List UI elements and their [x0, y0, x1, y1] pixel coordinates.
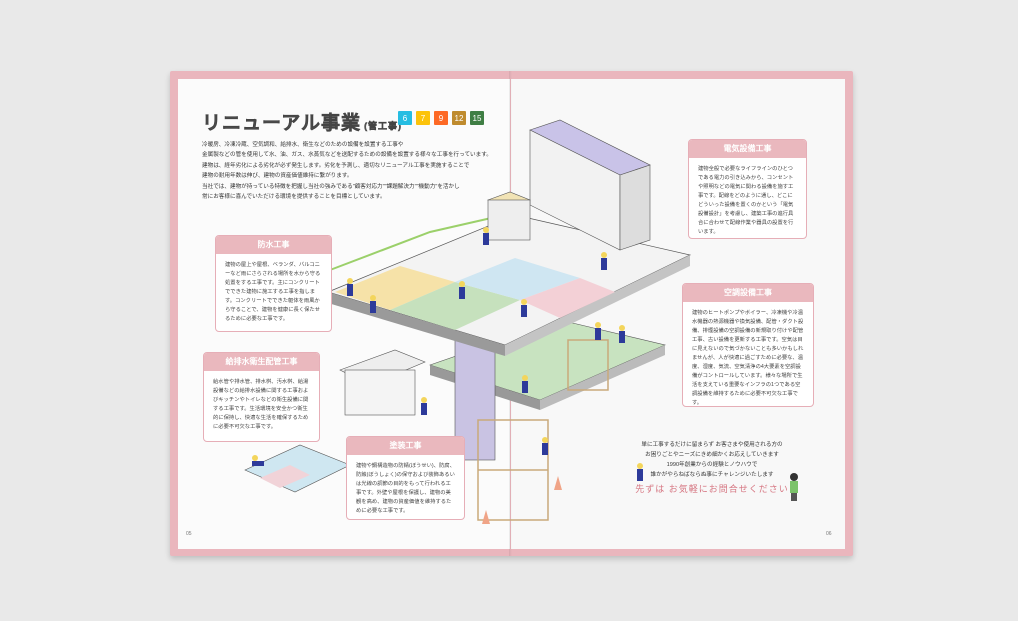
roof-zone-pink [520, 278, 615, 318]
card-body: 建物全般で必要なライフラインのひとつである電力の引き込みから、コンセントや照明な… [698, 166, 794, 235]
railing [329, 215, 501, 271]
card-title: 塗装工事 [347, 437, 464, 455]
sdg-number: 12 [454, 114, 464, 123]
intro-text: 冷暖房、冷凍冷蔵、空気調和、給排水、衛生などのための設備を設置する工事や 金属製… [202, 140, 502, 202]
page-number-left: 05 [186, 531, 192, 537]
sdg-9-industry-icon: 9 [434, 111, 448, 125]
closing-line: 誰かがやらねばならぬ事にチャレンジいたします [650, 472, 774, 478]
card-body: 建物や鋼構造物の防錆(ぼうせい)、防腐、防蝕(ぼうしょく)の保守および装飾あるい… [356, 463, 455, 514]
card-body: 建物のヒートポンプやボイラー、冷凍機や冷温水機器の熱源機器や換気設備、配管・ダク… [692, 310, 804, 406]
sdg-12-infinity-icon: 12 [452, 111, 466, 125]
card-painting: 塗装工事 建物や鋼構造物の防錆(ぼうせい)、防腐、防蝕(ぼうしょく)の保守および… [346, 436, 465, 520]
roof-zone-yellow [335, 266, 455, 310]
card-title: 電気設備工事 [689, 140, 806, 158]
closing-line: 1990年創業からの経験とノウハウで [666, 462, 758, 468]
intro-line: 常にお客様に喜んでいただける環境を提供することを目標としています。 [202, 194, 386, 201]
sdg-7-sun-icon: 7 [416, 111, 430, 125]
card-waterproofing: 防水工事 建物の屋上や屋根、ベランダ、バルコニーなど雨にさらされる場所を水から守… [215, 235, 332, 332]
lower-floor-edge-right [540, 345, 665, 410]
cone [554, 476, 562, 490]
sdg-number: 9 [438, 114, 444, 123]
closing-message: 単に工事するだけに留まらず お客さまや使用される方の お困りごとやニーズにきめ細… [612, 440, 812, 494]
sdg-6-water-drop-icon: 6 [398, 111, 412, 125]
roof-slab-edge-right [505, 255, 690, 356]
page-number-right: 06 [826, 531, 832, 537]
intro-line: 金属製などの管を使用して水、油、ガス、水蒸気などを送配するための設備を設置する様… [202, 152, 492, 159]
card-body: 給水管や排水管、排水桝、汚水桝、給湯設備などの給排水設備に関する工事およびキッチ… [213, 379, 309, 430]
sdg-number: 7 [420, 114, 426, 123]
cone [482, 510, 490, 524]
title-subtitle: (管工事) [364, 121, 403, 132]
intro-line: 当社では、建物が持っている特徴を把握し当社の強みである"顧客対応力""課題解決力… [202, 183, 460, 190]
card-title: 給排水衛生配管工事 [204, 353, 319, 371]
intro-line: 建物の耐用年数は伸び、建物の資産価値維持に繋がります。 [202, 173, 353, 180]
toilet-wall [344, 369, 416, 416]
closing-line: 単に工事するだけに留まらず お客さまや使用される方の [641, 442, 783, 448]
workers [252, 227, 643, 481]
title-text: リニューアル事業 [202, 113, 362, 135]
sdg-number: 6 [402, 114, 408, 123]
roof-zone-green [390, 282, 520, 330]
scaffold-small [567, 339, 609, 391]
roof-zone-blue [455, 258, 580, 300]
underground-pink [260, 465, 310, 488]
contact-cta: 先ずは お気軽にお問合せください [635, 484, 789, 494]
card-plumbing: 給排水衛生配管工事 給水管や排水管、排水桝、汚水桝、給湯設備などの給排水設備に関… [203, 352, 320, 442]
card-title: 空調設備工事 [683, 284, 813, 302]
intro-line: 冷暖房、冷凍冷蔵、空気調和、給排水、衛生などのための設備を設置する工事や [202, 142, 404, 148]
intro-line: 建物は、経年劣化による劣化が必ず発生します。劣化を予測し、適切なリニューアル工事… [202, 162, 470, 169]
sdg-15-eye-icon: 15 [470, 111, 484, 125]
card-hvac: 空調設備工事 建物のヒートポンプやボイラー、冷凍機や冷温水機器の熱源機器や換気設… [682, 283, 814, 407]
cabinet-side [619, 164, 651, 251]
closing-line: お困りごとやニーズにきめ細かくお応えしていきます [645, 452, 779, 458]
page-title: リニューアル事業(管工事) [202, 108, 402, 135]
underground-water [244, 444, 351, 493]
ac-unit [487, 199, 531, 241]
card-title: 防水工事 [216, 236, 331, 254]
sdg-number: 15 [472, 114, 482, 123]
card-electrical: 電気設備工事 建物全般で必要なライフラインのひとつである電力の引き込みから、コン… [688, 139, 807, 239]
person-waving [790, 473, 798, 501]
card-body: 建物の屋上や屋根、ベランダ、バルコニーなど雨にさらされる場所を水から守る処置をす… [225, 262, 321, 322]
